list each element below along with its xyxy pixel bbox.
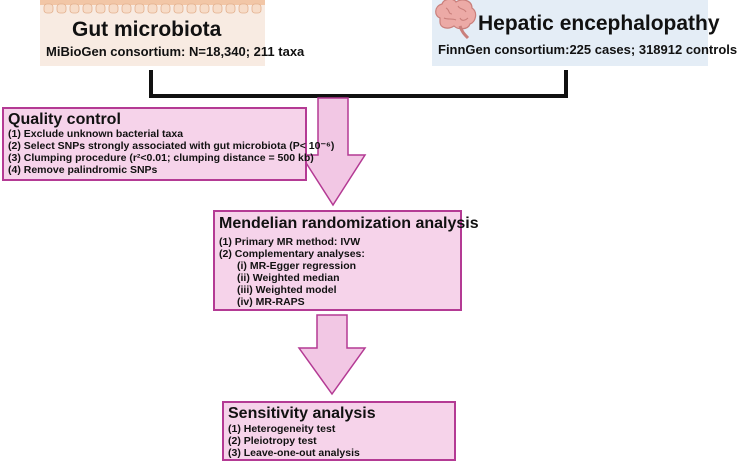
qc-title: Quality control — [8, 111, 121, 128]
flow-connectors — [149, 70, 568, 396]
arrow-down-2 — [297, 314, 367, 396]
qc-item-4: (4) Remove palindromic SNPs — [8, 164, 158, 176]
mr-title: Mendelian randomization analysis — [219, 215, 479, 232]
sens-item-3: (3) Leave-one-out analysis — [228, 447, 360, 459]
sens-item-2: (2) Pleiotropy test — [228, 435, 317, 447]
qc-item-1: (1) Exclude unknown bacterial taxa — [8, 128, 184, 140]
brain-icon — [435, 0, 477, 40]
sens-title: Sensitivity analysis — [228, 405, 376, 422]
mr-item-2: (2) Complementary analyses: — [219, 248, 365, 260]
mr-item-4: (ii) Weighted median — [237, 272, 340, 284]
mr-item-1: (1) Primary MR method: IVW — [219, 236, 361, 248]
qc-item-2: (2) Select SNPs strongly associated with… — [8, 140, 335, 152]
sensitivity-analysis-box: Sensitivity analysis (1) Heterogeneity t… — [222, 401, 456, 461]
merge-connector — [149, 70, 568, 98]
intestine-icon — [40, 0, 265, 14]
mr-item-3: (i) MR-Egger regression — [237, 260, 357, 272]
hepatic-title: Hepatic encephalopathy — [478, 12, 720, 35]
mr-item-5: (iii) Weighted model — [237, 284, 337, 296]
mr-item-6: (iv) MR-RAPS — [237, 296, 305, 308]
quality-control-box: Quality control (1) Exclude unknown bact… — [2, 107, 334, 181]
sens-item-1: (1) Heterogeneity test — [228, 423, 336, 435]
mr-analysis-box: Mendelian randomization analysis (1) Pri… — [213, 210, 479, 311]
gut-microbiota-panel: Gut microbiota MiBioGen consortium: N=18… — [40, 0, 304, 66]
hepatic-encephalopathy-panel: Hepatic encephalopathy FinnGen consortiu… — [432, 0, 737, 66]
gut-title: Gut microbiota — [72, 18, 222, 41]
arrow-down-1 — [299, 97, 367, 207]
hepatic-subtitle: FinnGen consortium:225 cases; 318912 con… — [438, 42, 737, 57]
qc-item-3: (3) Clumping procedure (r²<0.01; clumpin… — [8, 152, 314, 164]
gut-subtitle: MiBioGen consortium: N=18,340; 211 taxa — [46, 44, 305, 59]
